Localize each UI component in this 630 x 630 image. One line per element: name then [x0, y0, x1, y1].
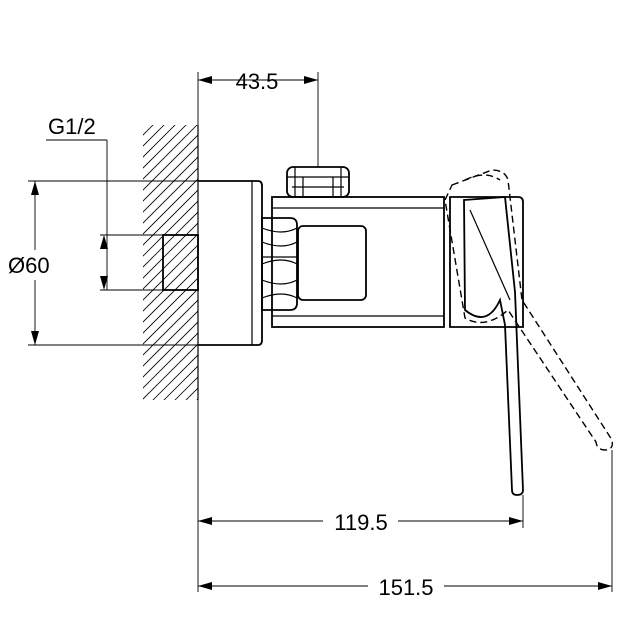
hatch-line	[143, 310, 198, 367]
hatch-line	[143, 145, 198, 202]
valve-body	[271, 196, 445, 328]
cartridge-window	[297, 225, 367, 301]
dim-total-length-label: 151.5	[378, 575, 433, 600]
hatch-line	[143, 167, 198, 224]
outlet-fitting	[286, 166, 350, 198]
hatch-line	[135, 35, 210, 110]
dim-handle-length: 119.5	[198, 495, 524, 535]
thread-stub	[162, 234, 199, 291]
hex-nut	[261, 217, 298, 311]
hatch-line	[143, 321, 198, 378]
hatch-line	[174, 376, 198, 400]
hatch-line	[185, 387, 198, 400]
dim-thread: G1/2	[46, 114, 163, 291]
hatch-line	[152, 354, 198, 400]
hatch-line	[143, 125, 154, 136]
hatch-line	[143, 125, 176, 158]
hatch-line	[163, 365, 198, 400]
dim-diameter-label: Ø60	[8, 253, 50, 278]
lever-handle	[449, 196, 524, 496]
hatch-line	[143, 178, 198, 235]
hatch-line	[143, 299, 198, 356]
hatch-line	[143, 156, 198, 213]
hatch-line	[143, 125, 187, 169]
hatch-line	[143, 343, 198, 400]
dim-total-length: 151.5	[198, 450, 613, 600]
hatch-line	[143, 134, 198, 191]
hatch-line	[135, 46, 210, 121]
escutcheon-plate	[198, 180, 263, 346]
dim-top-offset: 43.5	[198, 69, 319, 167]
hatch-line	[143, 332, 198, 389]
hatch-line	[143, 125, 165, 147]
hatch-line	[143, 125, 198, 180]
dim-top-offset-label: 43.5	[236, 69, 279, 94]
hatch-line	[196, 398, 198, 400]
dim-handle-length-label: 119.5	[334, 510, 387, 535]
dim-thread-label: G1/2	[48, 114, 96, 139]
dim-diameter: Ø60	[8, 180, 198, 346]
lever-alt-position	[444, 169, 614, 451]
hatch-line	[135, 57, 210, 132]
